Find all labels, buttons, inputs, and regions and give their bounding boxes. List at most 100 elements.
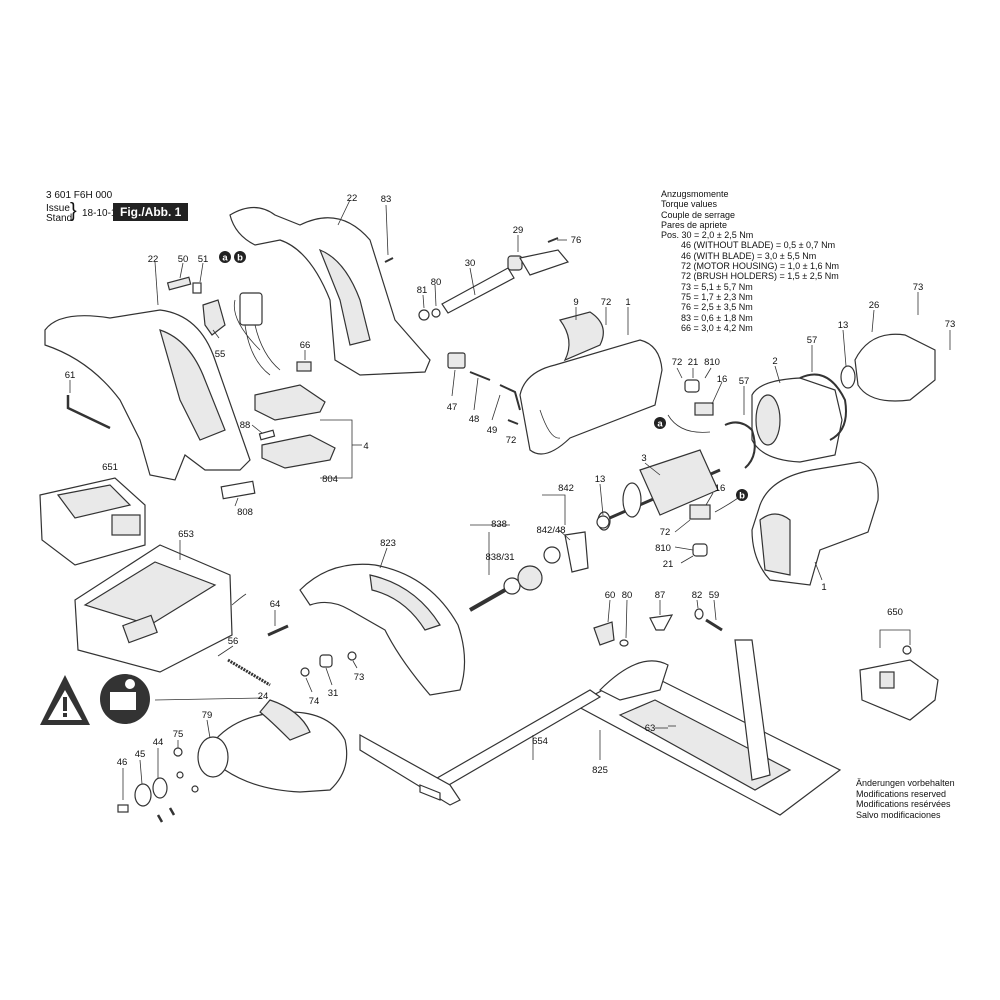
part-label: 79 <box>202 710 213 721</box>
motor-housing-part <box>751 461 879 586</box>
part-label: 57 <box>807 335 818 346</box>
part-label: 1 <box>821 582 826 593</box>
part-label: 88 <box>240 420 251 431</box>
torque-line: 75 = 1,7 ± 2,3 Nm <box>681 291 753 302</box>
part-label: 4 <box>363 441 368 452</box>
part-label: 13 <box>838 320 849 331</box>
stand-label: Stand <box>46 213 73 224</box>
housing-half-right-part <box>229 206 431 376</box>
part-label: 13 <box>595 474 606 485</box>
part-label: 49 <box>487 425 498 436</box>
part-label: 823 <box>380 538 396 549</box>
leader-lines <box>69 199 951 800</box>
changes-en: Modifications reserved <box>856 788 947 799</box>
part-label: 46 <box>117 757 128 768</box>
part-label: 82 <box>692 590 703 601</box>
torque-line: 83 = 0,6 ± 1,8 Nm <box>681 312 753 323</box>
part-label: 810 <box>655 543 671 554</box>
part-label: 73 <box>913 282 924 293</box>
wire-marker-b: b <box>736 489 748 502</box>
accessory-adapter-part <box>859 645 939 721</box>
battery-pack-part <box>39 477 146 566</box>
part-label: 80 <box>622 590 633 601</box>
part-label: 808 <box>237 507 253 518</box>
part-label: 72 <box>506 435 517 446</box>
part-label: 31 <box>328 688 339 699</box>
issue-date: 18-10-17 <box>82 208 123 219</box>
armature-part <box>597 449 721 531</box>
part-label: 651 <box>102 462 118 473</box>
part-label: 842 <box>558 483 574 494</box>
torque-line: 72 (BRUSH HOLDERS) = 1,5 ± 2,5 Nm <box>681 271 839 282</box>
part-label: 26 <box>869 300 880 311</box>
base-plate-part <box>573 639 842 816</box>
part-label: 66 <box>300 340 311 351</box>
wire-marker-a: a <box>219 251 231 264</box>
gear-train-parts <box>469 515 610 612</box>
part-label: 16 <box>715 483 726 494</box>
part-label: 21 <box>688 357 699 368</box>
motor-housing-cover-part <box>519 311 663 455</box>
warning-triangle-icon <box>40 675 90 725</box>
part-label: 56 <box>228 636 239 647</box>
stator-part <box>724 373 847 469</box>
torque-title-fr: Couple de serrage <box>661 209 736 220</box>
part-label: 838 <box>491 519 507 530</box>
part-label: 74 <box>309 696 320 707</box>
guard-screws-parts <box>300 651 357 677</box>
part-label: 50 <box>178 254 189 265</box>
part-label: 24 <box>258 691 269 702</box>
part-label: 64 <box>270 599 281 610</box>
part-label: 55 <box>215 349 226 360</box>
part-label: 44 <box>153 737 164 748</box>
part-label: 653 <box>178 529 194 540</box>
torque-line: 66 = 3,0 ± 4,2 Nm <box>681 322 753 333</box>
wire-marker-a: a <box>654 417 666 430</box>
changes-reserved-block: Änderungen vorbehalten Modifications res… <box>856 778 955 820</box>
parallel-guide-part <box>359 689 602 806</box>
read-manual-icon <box>100 674 150 724</box>
part-label: 810 <box>704 357 720 368</box>
allen-key-part <box>66 395 111 430</box>
svg-text:b: b <box>739 491 745 502</box>
torque-line: 76 = 2,5 ± 3,5 Nm <box>681 302 753 313</box>
torque-line: 72 (MOTOR HOUSING) = 1,0 ± 1,6 Nm <box>681 261 840 272</box>
part-label: 80 <box>431 277 442 288</box>
switch-parts <box>166 276 226 336</box>
torque-line: 73 = 5,1 ± 5,7 Nm <box>681 281 753 292</box>
part-labels: 22 83 29 76 22 50 51 30 81 80 9 72 1 73 … <box>65 193 956 776</box>
issue-brace: } <box>70 200 77 222</box>
part-label: 83 <box>381 194 392 205</box>
part-label: 48 <box>469 414 480 425</box>
torque-title-es: Pares de apriete <box>661 219 728 230</box>
part-label: 22 <box>148 254 159 265</box>
housing-half-left-part <box>44 309 251 481</box>
changes-de: Änderungen vorbehalten <box>856 778 955 788</box>
part-label: 73 <box>354 672 365 683</box>
part-label: 72 <box>660 527 671 538</box>
part-label: 1 <box>625 297 630 308</box>
brush-holder-bottom-part <box>689 497 739 557</box>
part-label: 76 <box>571 235 582 246</box>
part-label: 16 <box>717 374 728 385</box>
part-label: 81 <box>417 285 428 296</box>
spring-56-part <box>227 658 271 687</box>
screw-83-part <box>384 257 394 263</box>
part-label: 9 <box>573 297 578 308</box>
part-label: 842/48 <box>536 525 565 536</box>
part-label: 654 <box>532 736 548 747</box>
part-label: 29 <box>513 225 524 236</box>
part-label: 57 <box>739 376 750 387</box>
upper-blade-guard-part <box>299 563 466 696</box>
charger-part <box>74 544 247 673</box>
part-label: 73 <box>945 319 956 330</box>
part-label: 804 <box>322 474 338 485</box>
torque-line: 46 (WITH BLADE) = 3,0 ± 5,5 Nm <box>681 250 817 261</box>
part-label: 61 <box>65 370 76 381</box>
torque-title-de: Anzugsmomente <box>661 189 729 199</box>
brush-holder-top-part <box>667 379 714 433</box>
part-label: 650 <box>887 607 903 618</box>
part-label: 21 <box>663 559 674 570</box>
ring-79-part <box>197 736 229 778</box>
